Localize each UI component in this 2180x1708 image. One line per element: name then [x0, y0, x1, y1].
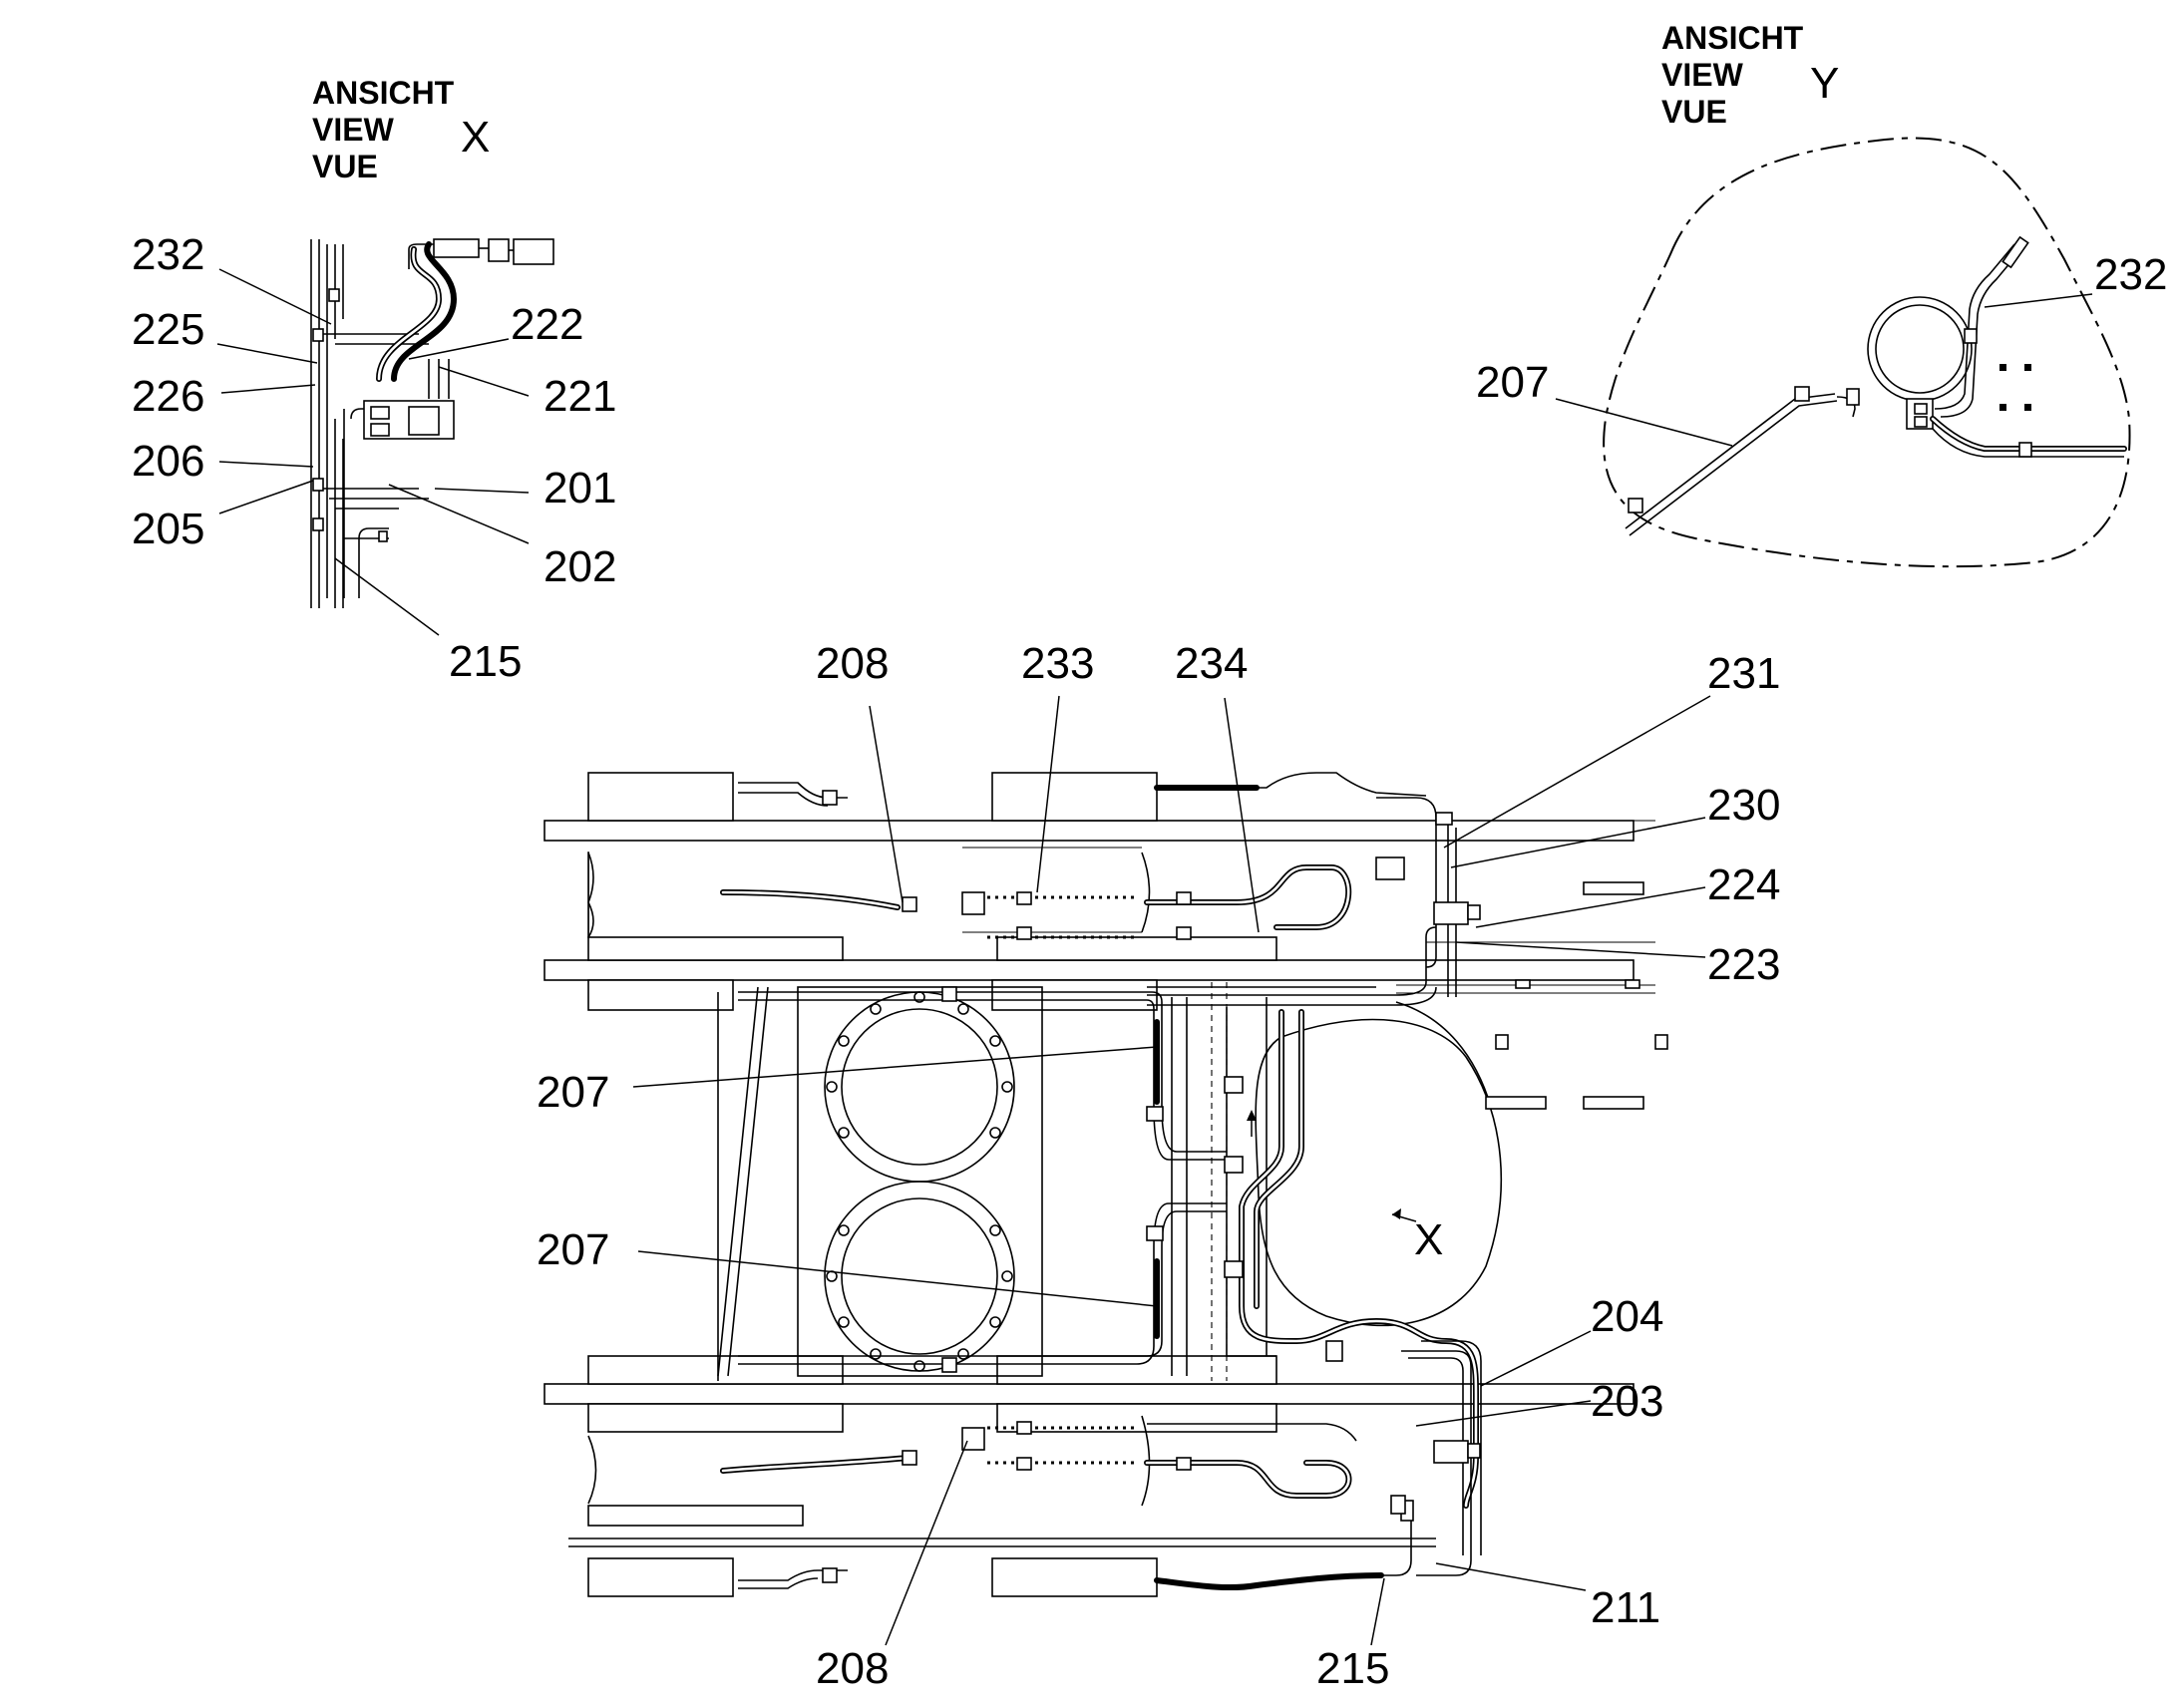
callout-203: 203 — [1591, 1377, 1663, 1426]
callout-207-view-y: 207 — [1476, 358, 1549, 407]
main-hoses — [720, 772, 1482, 1591]
callout-207-lower: 207 — [537, 1225, 609, 1274]
main-frame — [544, 772, 1668, 1597]
detail-view-x: ANSICHT VIEW VUE X — [132, 75, 616, 686]
main-labels: 208 233 234 231 230 224 223 207 207 204 … — [537, 639, 1780, 1693]
view-y-title-line2: VIEW — [1661, 57, 1744, 93]
view-x-labels: 232 225 226 222 221 206 205 201 202 215 — [132, 230, 616, 686]
callout-208-top: 208 — [816, 639, 889, 688]
view-x-marker: X — [1247, 1110, 1443, 1264]
callout-232-view-y: 232 — [2094, 250, 2167, 299]
callout-211: 211 — [1591, 1583, 1660, 1632]
callout-206: 206 — [132, 437, 204, 486]
callout-232: 232 — [132, 230, 204, 279]
slew-ring-bolts — [826, 991, 1013, 1372]
view-y-labels: 207 232 — [1476, 250, 2167, 407]
callout-222: 222 — [511, 300, 583, 349]
view-x-marker-letter: X — [1414, 1215, 1443, 1264]
callout-224: 224 — [1707, 860, 1780, 909]
callout-201: 201 — [544, 464, 616, 512]
view-x-letter: X — [461, 113, 490, 162]
callout-205: 205 — [132, 505, 204, 553]
view-x-title-line3: VUE — [312, 149, 378, 184]
view-x-title-line1: ANSICHT — [312, 75, 455, 111]
callout-226: 226 — [132, 372, 204, 421]
detail-view-y: ANSICHT VIEW VUE Y — [1476, 20, 2167, 568]
callout-234: 234 — [1175, 639, 1248, 688]
view-x-title-line2: VIEW — [312, 112, 395, 148]
main-view: X 208 233 234 231 230 224 — [537, 639, 1780, 1693]
callout-202: 202 — [544, 542, 616, 591]
main-fittings — [822, 790, 1453, 1583]
callout-215: 215 — [449, 637, 522, 686]
view-y-title-line1: ANSICHT — [1661, 20, 1804, 56]
callout-221: 221 — [544, 372, 616, 421]
callout-207-upper: 207 — [537, 1068, 609, 1117]
callout-223: 223 — [1707, 940, 1780, 989]
callout-215-main: 215 — [1316, 1644, 1389, 1693]
callout-208-bottom: 208 — [816, 1644, 889, 1693]
view-x-geometry — [310, 238, 554, 608]
callout-230: 230 — [1707, 781, 1780, 830]
callout-204: 204 — [1591, 1292, 1663, 1341]
callout-225: 225 — [132, 305, 204, 354]
callout-231: 231 — [1707, 649, 1780, 698]
view-y-geometry — [1603, 137, 2131, 568]
callout-233: 233 — [1021, 639, 1094, 688]
view-y-title-line3: VUE — [1661, 94, 1727, 130]
view-y-letter: Y — [1810, 59, 1839, 108]
main-leaders — [632, 695, 1711, 1646]
view-y-leaders — [1555, 293, 2093, 447]
view-x-leaders — [216, 268, 530, 636]
